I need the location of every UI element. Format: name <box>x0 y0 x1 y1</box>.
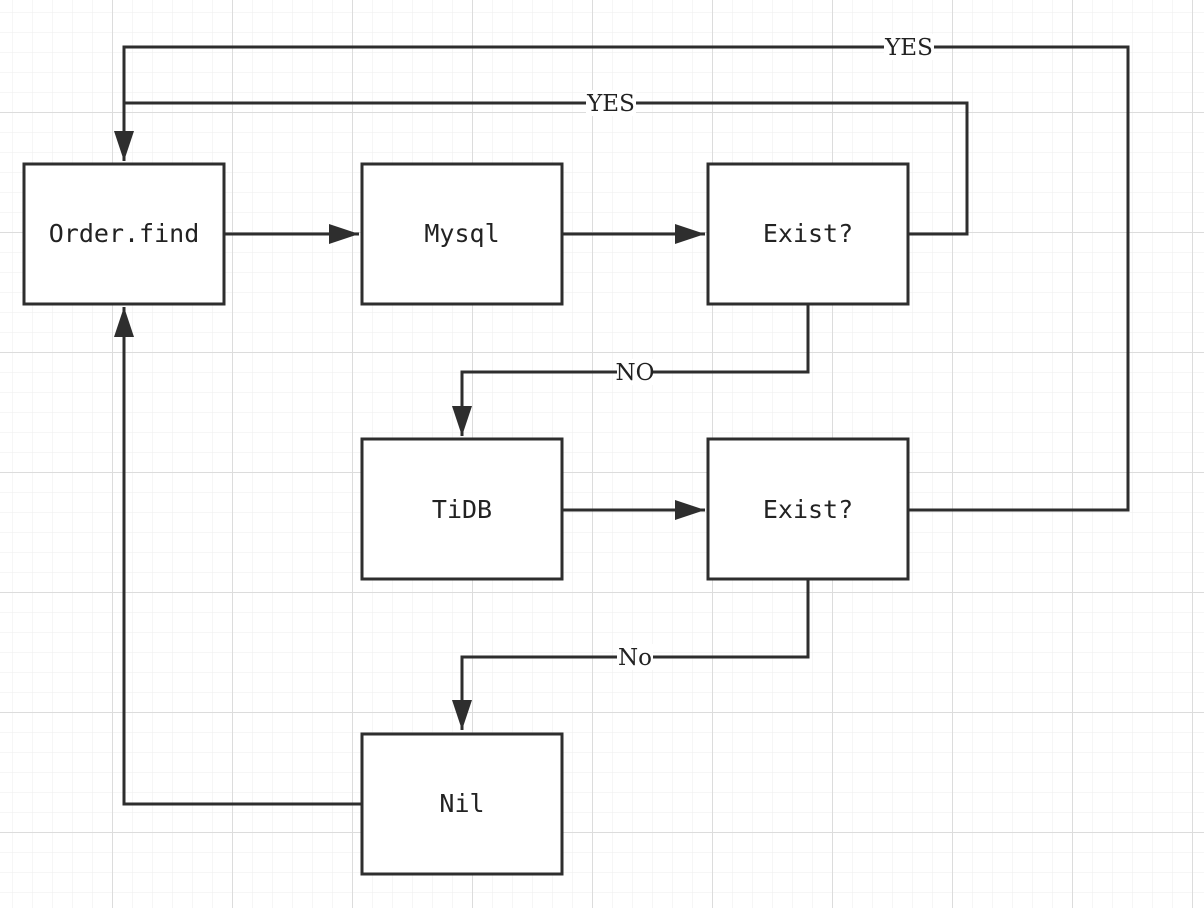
node-tidb: TiDB <box>360 437 564 581</box>
node-mysql-label: Mysql <box>424 219 499 248</box>
edge-label-exist-mysql-no: NO <box>616 360 655 386</box>
node-mysql: Mysql <box>360 162 564 306</box>
node-nil-label: Nil <box>439 789 484 818</box>
node-nil: Nil <box>360 732 564 876</box>
node-exist-mysql-label: Exist? <box>763 219 853 248</box>
edge-labels: YES YES NO No <box>586 34 934 671</box>
edge-exist-mysql-yes <box>124 101 969 236</box>
node-exist-tidb-label: Exist? <box>763 495 853 524</box>
node-order-find: Order.find <box>22 162 226 306</box>
edge-nil-to-order-find <box>114 307 361 806</box>
node-exist-tidb: Exist? <box>706 437 910 581</box>
node-order-find-label: Order.find <box>49 219 200 248</box>
edge-label-exist-tidb-no: No <box>618 645 652 671</box>
edge-exist-tidb-yes <box>114 45 1130 512</box>
node-exist-mysql: Exist? <box>706 162 910 306</box>
edge-label-exist-mysql-yes: YES <box>586 91 635 117</box>
node-tidb-label: TiDB <box>432 495 492 524</box>
edge-label-exist-tidb-yes: YES <box>884 35 933 61</box>
